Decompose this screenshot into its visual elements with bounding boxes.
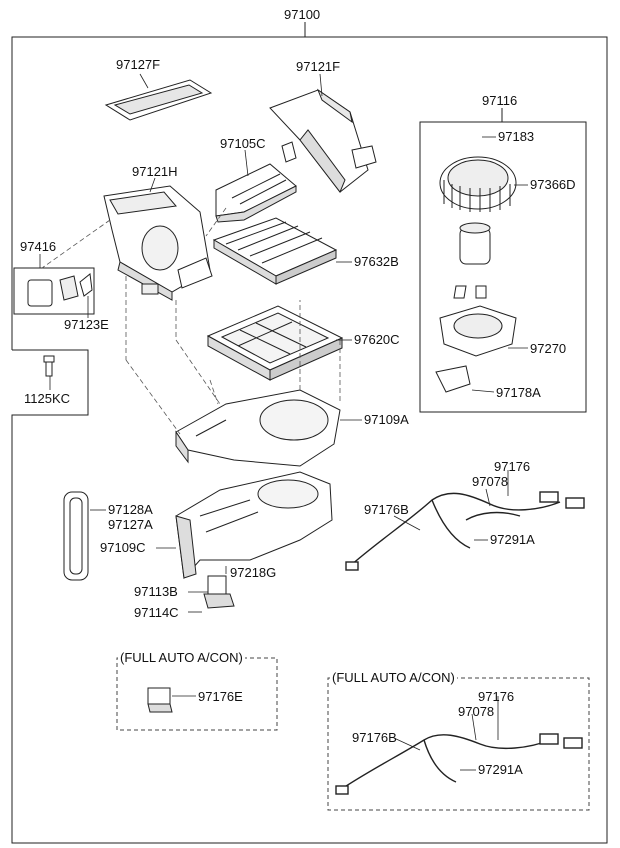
main-frame — [11, 22, 608, 844]
case-97109C — [175, 471, 333, 580]
option-box-1 — [116, 657, 278, 731]
section-full-auto-2: (FULL AUTO A/CON) — [330, 670, 457, 685]
label-97176B: 97176B — [364, 502, 409, 517]
filter-97632B — [212, 217, 338, 285]
label-97109A: 97109A — [364, 412, 409, 427]
section-full-auto-1: (FULL AUTO A/CON) — [118, 650, 245, 665]
label-97291A-2: 97291A — [478, 762, 523, 777]
label-97109C: 97109C — [100, 540, 146, 555]
motor-bracket — [453, 285, 487, 299]
label-97116: 97116 — [482, 93, 518, 108]
actuator-97416 — [27, 275, 79, 307]
harness-97176-full-auto — [335, 733, 583, 795]
label-97620C: 97620C — [354, 332, 400, 347]
assembly-guide-lines — [41, 207, 341, 435]
label-97178A: 97178A — [496, 385, 541, 400]
label-97176: 97176 — [494, 459, 531, 474]
label-97270: 97270 — [530, 341, 567, 356]
label-97113B: 97113B — [134, 584, 178, 599]
module-97176E — [147, 687, 173, 713]
label-97127A: 97127A — [108, 517, 153, 532]
label-97176-2: 97176 — [478, 689, 515, 704]
label-97183: 97183 — [498, 129, 535, 144]
label-97105C: 97105C — [220, 136, 266, 151]
seal-97127F — [104, 79, 213, 121]
label-97632B: 97632B — [354, 254, 399, 269]
seal-97128A — [63, 491, 89, 581]
label-97366D: 97366D — [530, 177, 576, 192]
label-97176E: 97176E — [198, 689, 243, 704]
motor-housing-97270 — [439, 305, 517, 357]
screw-1125KC — [43, 355, 55, 377]
label-97121F: 97121F — [296, 59, 341, 74]
leader-lines — [39, 73, 528, 771]
label-97078: 97078 — [472, 474, 509, 489]
label-97127F: 97127F — [116, 57, 161, 72]
duct-97121F — [269, 88, 377, 193]
label-97100: 97100 — [284, 7, 321, 22]
motor-body — [459, 222, 491, 265]
label-97176B-2: 97176B — [352, 730, 397, 745]
motor-subassembly-box — [419, 121, 587, 413]
door-97105C — [215, 163, 297, 223]
blower-fan-97366D — [439, 156, 517, 212]
label-97114C: 97114C — [134, 605, 179, 620]
label-97416: 97416 — [20, 239, 57, 254]
label-1125KC: 1125KC — [24, 391, 71, 406]
part-97218G — [203, 575, 235, 609]
frame-97620C — [206, 305, 344, 381]
label-97128A: 97128A — [108, 502, 153, 517]
harness-97176 — [345, 491, 585, 571]
label-97121H: 97121H — [132, 164, 178, 179]
case-97109A — [175, 389, 341, 467]
label-97291A: 97291A — [490, 532, 535, 547]
link-97123E — [79, 273, 93, 297]
housing-97121H — [103, 185, 213, 301]
label-97218G: 97218G — [230, 565, 277, 580]
label-97123E: 97123E — [64, 317, 109, 332]
actuator-box — [13, 267, 95, 315]
bracket-97178A — [435, 365, 471, 393]
label-97078-2: 97078 — [458, 704, 495, 719]
